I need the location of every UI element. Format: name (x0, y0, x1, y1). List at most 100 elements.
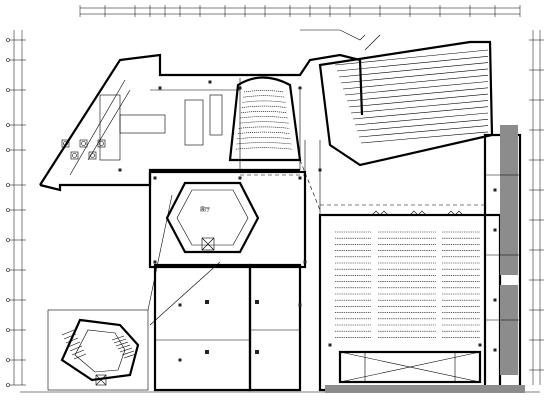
stair-tread (61, 329, 75, 336)
column (478, 343, 482, 347)
toilet-fixture (63, 141, 68, 146)
right-dimension-line (529, 30, 544, 385)
column (238, 86, 242, 90)
hall-label: 展厅 (200, 207, 210, 213)
seat-row (243, 90, 285, 93)
stair-tread (119, 347, 133, 353)
grid-bubble (6, 358, 10, 362)
column (208, 80, 212, 84)
ramp-step (360, 131, 489, 144)
grid-bubble (6, 328, 10, 332)
toilet-fixture (72, 153, 77, 158)
seat-row (242, 100, 286, 103)
stair-tread (113, 338, 127, 344)
toilet-fixture (90, 153, 95, 158)
top-dimension-line (79, 5, 521, 17)
toilet-fixture (81, 141, 86, 146)
structural-columns (118, 80, 497, 362)
column (493, 298, 497, 302)
grid-bubble (6, 238, 10, 242)
column (178, 303, 182, 307)
grid-bubble (6, 88, 10, 92)
seat-row (243, 95, 285, 98)
stair-tread (121, 350, 135, 356)
stair-tread (123, 353, 137, 359)
ramp-step (338, 62, 489, 78)
ramp-step (354, 112, 489, 126)
hexagon-hall: 展厅 (148, 170, 307, 269)
left-wing-outline (39, 53, 364, 192)
grid-bubble (6, 298, 10, 302)
column (493, 348, 497, 352)
column (153, 260, 157, 264)
ramp-step (342, 74, 489, 90)
grid-bubble (6, 208, 10, 212)
grid-bubble (6, 183, 10, 187)
seat-row (237, 131, 291, 134)
toilet-fixtures (61, 139, 106, 160)
column (493, 228, 497, 232)
grid-bubble (6, 58, 10, 62)
ramp-step (340, 68, 489, 84)
column (318, 168, 322, 172)
toilet-stall (61, 139, 70, 148)
ramp-step (348, 93, 489, 108)
equipment-mark (446, 210, 464, 216)
column (493, 188, 497, 192)
stair-tread (111, 335, 125, 341)
stair-tread (67, 341, 81, 348)
grid-bubble (6, 148, 10, 152)
ramp-step (356, 119, 489, 132)
stair-tread (115, 341, 129, 347)
toilet-stall (97, 139, 106, 148)
ramp-step (358, 125, 489, 138)
ramp-step (352, 106, 489, 120)
column (118, 168, 122, 172)
main-auditorium (304, 140, 502, 392)
equipment-mark (409, 210, 427, 216)
toilet-fixture (99, 141, 104, 146)
seat-row (239, 121, 289, 124)
lower-left-rooms (153, 263, 302, 392)
dashed-lines (240, 159, 485, 211)
seat-row (238, 126, 290, 129)
ramp-step (350, 100, 489, 114)
column (298, 303, 302, 307)
toilet-stall (88, 151, 97, 160)
toilet-stall (70, 151, 79, 160)
column (328, 343, 332, 347)
column (238, 176, 242, 180)
grid-bubble (6, 38, 10, 42)
stair-tread (71, 349, 85, 356)
column (303, 260, 307, 264)
ramp-step (334, 49, 489, 66)
column (298, 86, 302, 90)
detail-inset (47, 194, 221, 391)
left-dimension-line (6, 30, 26, 387)
stair-tread (63, 333, 77, 340)
small-lecture-hall (228, 76, 302, 162)
stair-tread (69, 345, 83, 352)
column (153, 176, 157, 180)
seat-row (240, 111, 288, 114)
seat-row (241, 105, 287, 108)
grid-bubble (6, 268, 10, 272)
equipment-mark (371, 210, 389, 216)
ramp-block (300, 29, 494, 167)
ramp-step (346, 87, 489, 102)
right-service-block (325, 125, 525, 393)
stair-tread (117, 344, 131, 350)
toilet-stall (79, 139, 88, 148)
column (158, 86, 162, 90)
ramp-step (344, 81, 489, 96)
stair-tread (73, 353, 87, 360)
seat-row (240, 116, 288, 119)
ramp-step (336, 56, 489, 72)
column (178, 358, 182, 362)
stair-tread (65, 337, 79, 344)
grid-bubble (6, 383, 10, 387)
seat-row (237, 137, 291, 140)
seat-row (236, 142, 292, 145)
column (298, 176, 302, 180)
